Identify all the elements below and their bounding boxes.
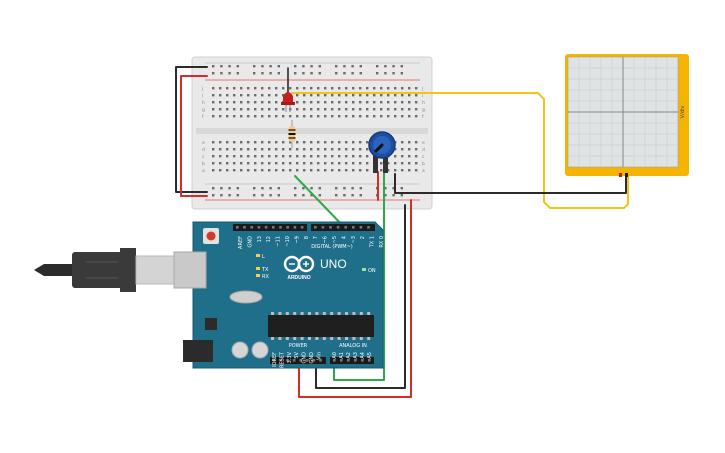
- digital-label: DIGITAL (PWM~): [311, 244, 353, 250]
- wire-black-left: [175, 66, 208, 193]
- wire-green-a0: [333, 171, 385, 381]
- digital-pin-label: GND: [247, 236, 253, 248]
- digital-pin-label: 2: [360, 236, 366, 239]
- power-pin-label: Vin: [316, 352, 322, 360]
- digital-pin-label: ~9: [294, 236, 300, 243]
- row-letter: b: [202, 161, 205, 167]
- oscilloscope-label: V/div: [680, 106, 686, 119]
- potentiometer[interactable]: [368, 131, 396, 173]
- arduino-board[interactable]: UNO ARDUINO DIGITAL (PWM~) POWER ANALOG …: [173, 221, 385, 369]
- tx-label: TX: [261, 267, 269, 273]
- l-label: L: [262, 254, 265, 260]
- analog-header[interactable]: [330, 357, 374, 364]
- row-letter: f: [422, 114, 424, 120]
- digital-pin-label: RX 0: [379, 236, 385, 248]
- arduino-logo-icon: [283, 255, 315, 273]
- row-letter: e: [422, 141, 425, 146]
- row-letter: h: [422, 100, 425, 106]
- digital-header-right[interactable]: [311, 224, 375, 231]
- capacitor-1: [231, 341, 249, 359]
- power-jack: [183, 340, 213, 362]
- row-letter: a: [202, 169, 205, 174]
- row-letter: b: [422, 161, 425, 167]
- power-pin-label: IOREF: [272, 352, 278, 367]
- usb-port: [173, 251, 207, 289]
- analog-label: ANALOG IN: [339, 343, 367, 349]
- wire-red-left: [180, 75, 208, 197]
- digital-pin-label: AREF: [238, 236, 244, 249]
- row-letter: j: [421, 86, 423, 92]
- row-letter: i: [202, 93, 203, 99]
- board-brand: ARDUINO: [287, 275, 310, 281]
- wire-black-scope: [394, 173, 627, 194]
- digital-pin-label: 4: [341, 236, 347, 239]
- row-letter: e: [202, 141, 205, 146]
- microcontroller-pins: [271, 312, 371, 340]
- digital-pin-label: ~3: [351, 236, 357, 243]
- row-letter: c: [422, 155, 425, 160]
- power-label: POWER: [289, 343, 308, 349]
- power-pin-label: GND: [302, 352, 308, 364]
- analog-pin-label: A3: [353, 352, 359, 359]
- row-letter: d: [202, 147, 205, 153]
- rx-label: RX: [262, 274, 269, 280]
- row-letter: g: [202, 108, 205, 113]
- digital-pin-label: 12: [266, 236, 272, 242]
- crystal: [229, 290, 263, 304]
- resistor[interactable]: [288, 120, 296, 148]
- digital-pin-label: 13: [257, 236, 263, 242]
- microcontroller: [268, 315, 374, 337]
- power-pin-label: GND: [309, 352, 315, 364]
- capacitor-2: [251, 341, 269, 359]
- digital-pin-label: ~10: [285, 236, 291, 247]
- digital-pin-label: 8: [304, 236, 310, 239]
- row-letter: h: [202, 100, 205, 106]
- analog-pin-label: A5: [367, 352, 373, 359]
- row-letter: c: [202, 155, 205, 160]
- led[interactable]: [281, 92, 295, 112]
- usb-cable: [34, 248, 175, 292]
- regulator: [205, 318, 217, 330]
- breadboard-holes: [212, 65, 418, 197]
- oscilloscope[interactable]: V/div: [565, 54, 689, 177]
- power-header[interactable]: [270, 357, 326, 364]
- wire-red-5v: [298, 199, 412, 398]
- power-pin-label: 5V: [294, 351, 300, 358]
- row-letter: a: [422, 169, 425, 174]
- header-holes: [236, 226, 371, 362]
- row-letter: f: [202, 114, 204, 120]
- digital-pin-label: TX 1: [370, 236, 376, 248]
- wire-yellow-scope: [291, 92, 629, 209]
- board-model: UNO: [320, 257, 347, 271]
- power-pin-label: RESET: [279, 351, 285, 368]
- analog-pin-label: A0: [332, 352, 338, 359]
- row-letter: g: [422, 108, 425, 113]
- row-letter: j: [201, 86, 203, 92]
- on-led-icon: [362, 268, 366, 271]
- analog-pin-label: A4: [360, 352, 366, 359]
- wire-green-pwm: [294, 175, 346, 229]
- analog-pin-label: A2: [346, 352, 352, 359]
- digital-pin-label: 7: [313, 236, 319, 239]
- on-label: ON: [368, 268, 376, 274]
- digital-pin-label: ~11: [276, 236, 282, 247]
- digital-pin-label: ~5: [332, 236, 338, 243]
- analog-pin-label: A1: [339, 352, 345, 359]
- digital-pin-label: ~6: [323, 236, 329, 243]
- digital-header-left[interactable]: [233, 224, 307, 231]
- power-pin-label: 3.3V: [287, 351, 293, 363]
- row-letter: i: [422, 93, 423, 99]
- wire-black-gnd: [315, 204, 406, 389]
- row-letter: d: [422, 147, 425, 153]
